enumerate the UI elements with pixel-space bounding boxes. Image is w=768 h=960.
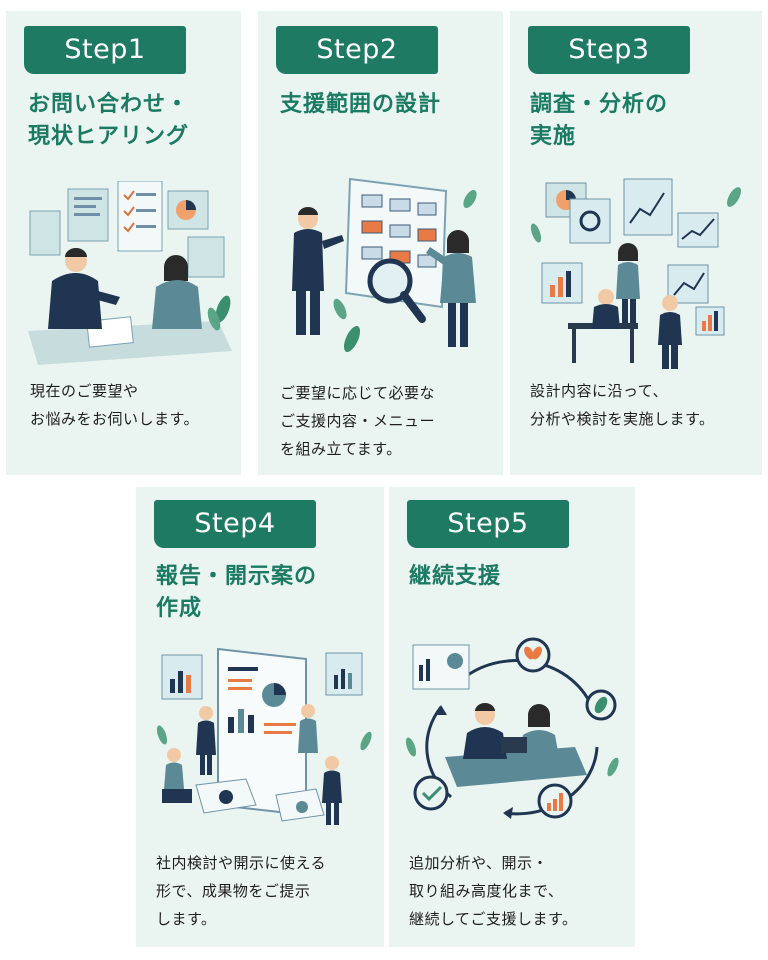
- step-title: 報告・開示案の 作成: [156, 564, 318, 621]
- step-label: Step2: [276, 26, 438, 74]
- step-card-1: Step1 お問い合わせ・ 現状ヒアリング 現在のご要望や お悩みをお伺いしま: [6, 11, 241, 475]
- step-label: Step5: [407, 500, 569, 548]
- step-title: お問い合わせ・ 現状ヒアリング: [28, 92, 190, 149]
- analysis-illustration: [530, 178, 741, 369]
- step-card-4: Step4 報告・開示案の 作成 社内検討や開示に使える: [136, 487, 384, 947]
- step-description: 現在のご要望や お悩みをお伺いします。: [30, 382, 200, 428]
- step-card-2: Step2 支援範囲の設計 ご要望に応じて必要な: [258, 11, 503, 475]
- planning-illustration: [292, 177, 477, 352]
- step-description: 社内検討や開示に使える 形で、成果物をご提示 します。: [156, 854, 327, 928]
- support-cycle-illustration: [405, 637, 619, 819]
- step-title: 継続支援: [409, 564, 502, 589]
- step-title: 調査・分析の 実施: [530, 92, 669, 149]
- step-description: 追加分析や、開示・ 取り組み高度化まで、 継続してご支援します。: [409, 854, 578, 928]
- step-label: Step3: [528, 26, 690, 74]
- meeting-illustration: [28, 181, 232, 365]
- step-title: 支援範囲の設計: [280, 92, 442, 117]
- report-illustration: [156, 647, 372, 825]
- step-card-5: Step5 継続支援 追加分析や、開示・: [389, 487, 635, 947]
- step-label: Step1: [24, 26, 186, 74]
- step-label: Step4: [154, 500, 316, 548]
- step-card-3: Step3 調査・分析の 実施 設計内容に沿っ: [510, 11, 762, 475]
- step-description: 設計内容に沿って、 分析や検討を実施します。: [530, 382, 715, 428]
- step-description: ご要望に応じて必要な ご支援内容・メニュー を組み立てます。: [280, 384, 436, 458]
